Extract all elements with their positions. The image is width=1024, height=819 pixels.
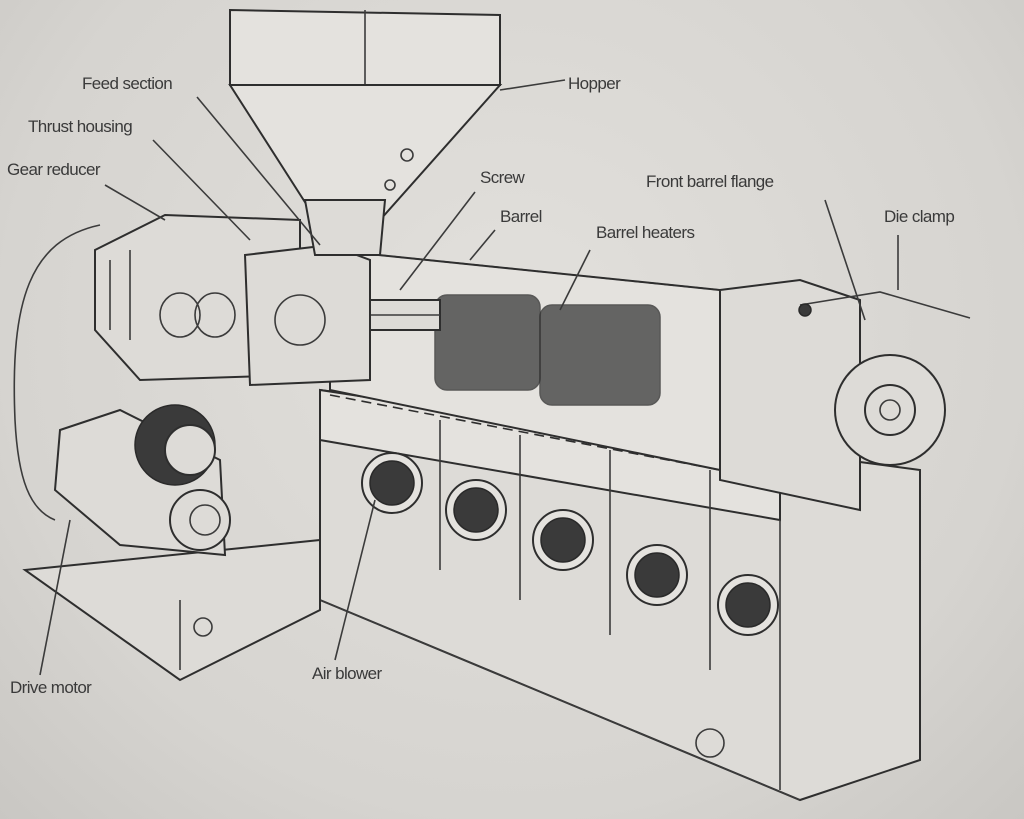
- air-blowers: [361, 452, 779, 636]
- leader-thrust-housing: [152, 139, 251, 241]
- label-barrel: Barrel: [500, 207, 542, 226]
- label-front-barrel-flange: Front barrel flange: [646, 172, 774, 191]
- leader-screw: [399, 191, 476, 291]
- label-thrust-housing: Thrust housing: [28, 117, 133, 136]
- motor-base-plate: [22, 538, 321, 682]
- belt-guard: [13, 224, 101, 521]
- barrel-heater-2: [539, 304, 661, 406]
- leader-barrel-heaters: [559, 249, 591, 311]
- label-hopper: Hopper: [568, 74, 621, 93]
- barrel-heater-1: [434, 294, 541, 391]
- air-blower-fan-5: [725, 582, 771, 628]
- thrust-housing: [243, 243, 371, 387]
- label-die-clamp: Die clamp: [884, 207, 955, 226]
- leader-hopper: [499, 79, 566, 91]
- leader-air-blower: [334, 499, 376, 661]
- label-drive-motor: Drive motor: [10, 678, 92, 697]
- feed-throat: [303, 199, 387, 256]
- label-screw: Screw: [480, 168, 525, 187]
- air-blower-fan-3: [540, 517, 586, 563]
- air-blower-fan-1: [369, 460, 415, 506]
- leader-gear-reducer: [104, 184, 166, 221]
- label-feed-section: Feed section: [82, 74, 173, 93]
- leader-barrel: [469, 229, 496, 261]
- label-gear-reducer: Gear reducer: [7, 160, 101, 179]
- drain-hole: [695, 728, 725, 758]
- label-barrel-heaters: Barrel heaters: [596, 223, 695, 242]
- leader-feed-section: [196, 96, 321, 246]
- air-blower-fan-2: [453, 487, 499, 533]
- label-air-blower: Air blower: [312, 664, 382, 683]
- leader-drive-motor: [39, 519, 71, 676]
- air-blower-fan-4: [634, 552, 680, 598]
- leader-front-barrel-flange: [824, 199, 866, 321]
